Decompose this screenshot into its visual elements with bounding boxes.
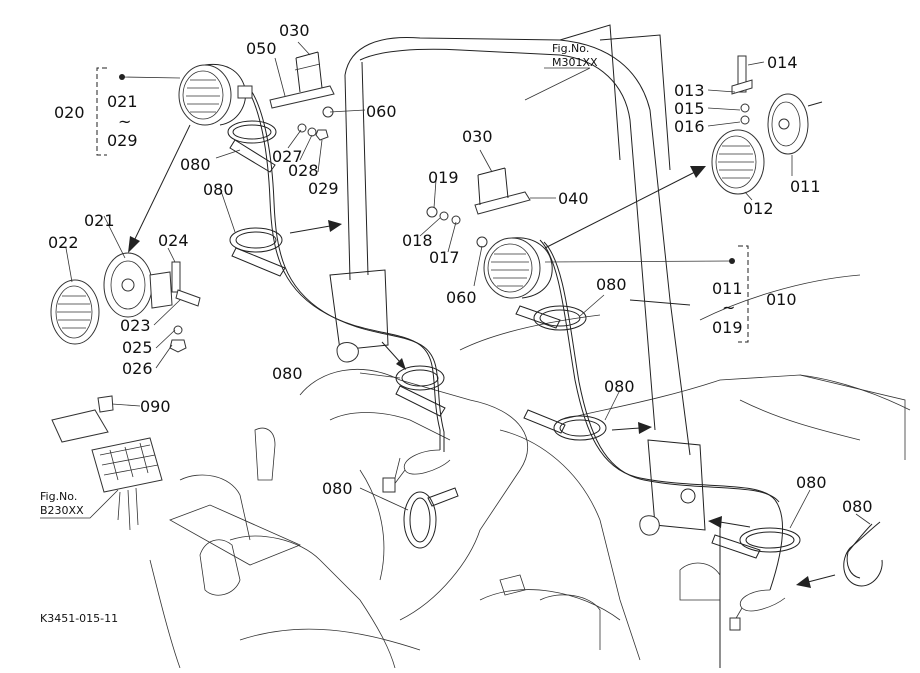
- label-011: 011: [790, 177, 821, 196]
- label-030b: 030: [462, 127, 493, 146]
- leader-lines: [65, 41, 871, 529]
- label-013: 013: [674, 81, 705, 100]
- group-020-to: 029: [107, 131, 138, 150]
- nut-icon-016: [740, 115, 750, 125]
- label-050: 050: [246, 39, 277, 58]
- wiring-harness: [247, 89, 786, 631]
- washer-icon-027: [297, 123, 307, 133]
- fig-ref-left-line2: B230XX: [40, 504, 84, 517]
- label-026: 026: [122, 359, 153, 378]
- washer-icon-028: [307, 127, 317, 137]
- label-018: 018: [402, 231, 433, 250]
- fig-ref-top-line1: Fig.No.: [552, 42, 589, 55]
- group-bracket-020: [96, 67, 107, 156]
- work-light-center-icon: [483, 237, 553, 299]
- knob-icon-2: [639, 515, 660, 536]
- work-light-left-icon: [178, 63, 253, 126]
- label-030a: 030: [279, 21, 310, 40]
- bracket-left: [269, 51, 335, 141]
- label-080h: 080: [842, 497, 873, 516]
- bracket-icon-013: [731, 79, 753, 95]
- label-017: 017: [429, 248, 460, 267]
- cable-tie-icon-c: [395, 365, 446, 417]
- label-028: 028: [288, 161, 319, 180]
- nut-icon-026: [169, 339, 187, 353]
- cable-tie-icon-g: [711, 527, 801, 559]
- label-029: 029: [308, 179, 339, 198]
- group-label-020: 020: [54, 103, 85, 122]
- bolt-icon-024: [171, 261, 181, 293]
- cable-tie-icon-e: [515, 305, 587, 331]
- label-014: 014: [767, 53, 798, 72]
- group-020-tilde: ~: [118, 112, 131, 131]
- fuse-box: [51, 395, 163, 531]
- label-080a: 080: [180, 155, 211, 174]
- cable-tie-icon-b: [229, 227, 286, 277]
- bracket-icon-023: [175, 289, 201, 307]
- fig-ref-left-line1: Fig.No.: [40, 490, 77, 503]
- cable-tie-icon-a: [227, 120, 277, 173]
- label-024: 024: [158, 231, 189, 250]
- knob-icon: [336, 342, 359, 363]
- label-080d: 080: [604, 377, 635, 396]
- label-015: 015: [674, 99, 705, 118]
- group-010-to: 019: [712, 318, 743, 337]
- washer-icon-019: [439, 211, 449, 221]
- label-090: 090: [140, 397, 171, 416]
- nut-icon-018: [426, 206, 438, 218]
- label-027: 027: [272, 147, 303, 166]
- group-label-010: 010: [766, 290, 797, 309]
- label-080f: 080: [322, 479, 353, 498]
- tractor-body: [149, 274, 911, 669]
- bracket-center: [426, 167, 531, 248]
- cable-tie-icon-f: [523, 409, 607, 441]
- group-010-tilde: ~: [722, 298, 735, 317]
- label-080g: 080: [796, 473, 827, 492]
- connector-icon-2: [729, 617, 741, 631]
- washer-icon-025: [173, 325, 183, 335]
- cable-tie-icon-h: [843, 521, 883, 587]
- label-080c: 080: [596, 275, 627, 294]
- label-019: 019: [428, 168, 459, 187]
- label-016: 016: [674, 117, 705, 136]
- group-bracket-010: [738, 245, 749, 343]
- callout-labels: 014 013 015 016 011 012 030 050 060 027 …: [40, 21, 873, 625]
- group-010-from: 011: [712, 279, 743, 298]
- label-060a: 060: [366, 102, 397, 121]
- label-080e: 080: [272, 364, 303, 383]
- label-040: 040: [558, 189, 589, 208]
- washer-icon-015: [740, 103, 750, 113]
- washer-icon-060b: [476, 236, 488, 248]
- exploded-light-right: [711, 55, 823, 195]
- group-020-from: 021: [107, 92, 138, 111]
- fuse-cover-icon: [51, 409, 109, 443]
- assembly-arrows: [128, 124, 836, 588]
- fig-ref-top-line2: M301XX: [552, 56, 598, 69]
- connector-icon: [382, 477, 396, 493]
- washer-icon-017: [451, 215, 461, 225]
- label-012: 012: [743, 199, 774, 218]
- figure-code: K3451-015-11: [40, 612, 118, 625]
- rops-frame: [329, 24, 706, 531]
- cable-tie-icon-d: [403, 487, 459, 549]
- label-080b: 080: [203, 180, 234, 199]
- label-025: 025: [122, 338, 153, 357]
- label-060b: 060: [446, 288, 477, 307]
- label-023: 023: [120, 316, 151, 335]
- label-022: 022: [48, 233, 79, 252]
- fuse-icon-090: [97, 395, 114, 413]
- exploded-light-left: [50, 252, 201, 353]
- label-021: 021: [84, 211, 115, 230]
- cable-ties: [227, 120, 883, 587]
- nut-icon-029: [315, 129, 329, 141]
